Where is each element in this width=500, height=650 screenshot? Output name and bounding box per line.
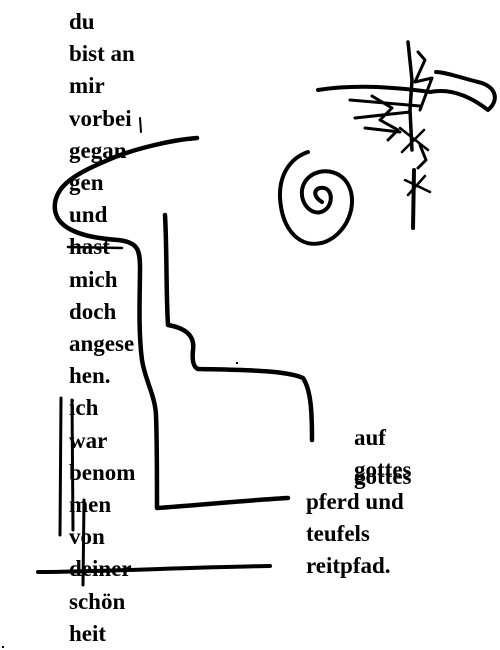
poem-line: ich [69,395,99,421]
scribble-stroke [406,40,414,152]
poem-line: heit [69,620,107,646]
poem-line: benom [69,459,136,485]
poem-line: hen. [69,363,111,389]
poem-line: und [69,202,108,228]
poem-line: gottes [354,457,412,482]
poem-right-column: auf gottes pferd und teufels reitpfad. [306,422,411,582]
face-profile-stroke [52,135,291,511]
poem-line: du [69,9,95,34]
poem-line: bist an [69,41,135,67]
horizontal-line-stroke [36,564,272,574]
scribble-stroke [413,50,434,112]
ink-dot [236,362,238,364]
vertical-bar-stroke [58,396,63,537]
ink-dot [2,646,4,648]
poem-line: doch [69,298,117,324]
scribble-stroke [316,70,497,112]
vertical-bar-stroke [70,398,75,532]
strike-stroke [139,117,142,133]
strike-stroke [66,245,124,250]
scribble-stroke [416,143,428,170]
poem-line: teufels [306,521,370,546]
poem-overlap-word: gottes [354,464,412,489]
poem-line: war [69,427,108,453]
poem-line: von [69,524,105,550]
poem-line: angese [69,331,135,357]
poem-line: reitpfad. [306,553,391,578]
poem-line: mir [69,73,105,99]
poem-line: auf [354,425,386,450]
poem-line: schön [69,588,126,614]
scribble-stroke [398,126,432,197]
poem-line: vorbei [69,105,132,131]
nose-stroke [162,212,315,443]
poem-left-column: du bist an mir vorbei gegan gen und hast… [69,6,135,650]
spiral-eye-stroke [277,150,355,246]
scribble-stroke [370,94,400,142]
poem-line: men [69,492,112,518]
scribble-stroke [411,168,416,230]
poem-line: pferd und [306,489,404,514]
poem-line: mich [69,266,118,292]
